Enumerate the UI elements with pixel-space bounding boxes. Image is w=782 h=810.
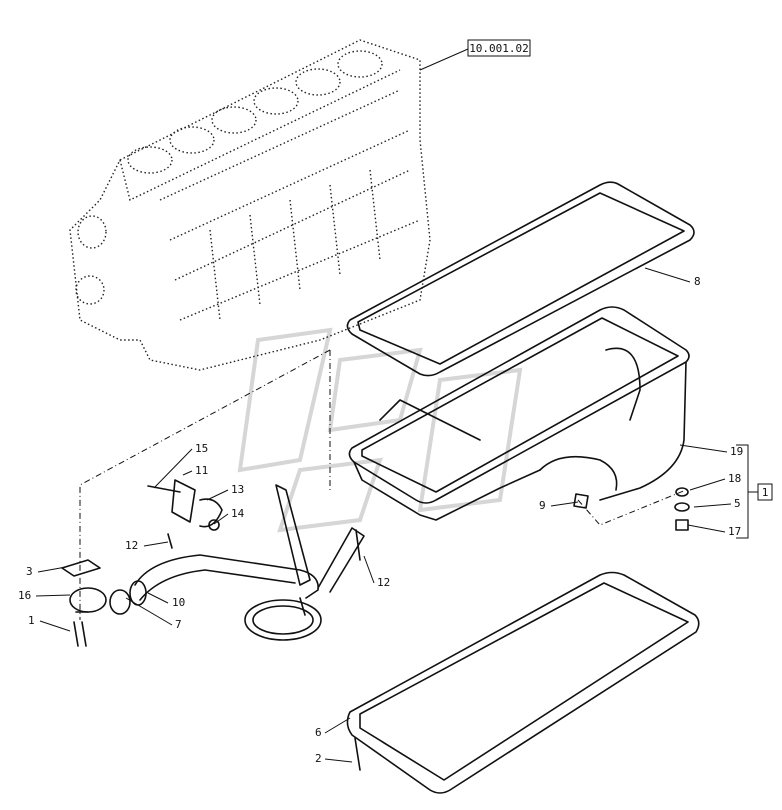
callout-label-19[interactable]: 19 [730,445,743,458]
callout-leader-8 [644,267,691,283]
callout-label-3[interactable]: 3 [26,565,33,578]
upper-gasket [346,181,695,377]
reference-box[interactable] [467,39,531,57]
watermark-logo [237,327,523,533]
callout-label-15[interactable]: 15 [195,442,208,455]
kit-box[interactable] [757,483,773,501]
callout-leader-12 [363,555,375,584]
callout-leader-1 [39,620,71,632]
callout-leader-10 [147,592,169,604]
callout-label-8[interactable]: 8 [694,275,701,288]
callout-label-5[interactable]: 5 [734,497,741,510]
lower-gasket [346,571,700,794]
callout-leader-3 [37,566,67,573]
callout-label-12[interactable]: 12 [377,576,390,589]
callout-leader-18 [689,478,726,491]
callout-leader-15 [153,448,193,489]
callout-label-7[interactable]: 7 [175,618,182,631]
callout-label-16[interactable]: 16 [18,589,31,602]
oil-sump [348,306,690,521]
callout-label-6[interactable]: 6 [315,726,322,739]
callout-label-12[interactable]: 12 [125,539,138,552]
callout-leader-13 [206,489,229,501]
callout-leader-5 [693,503,732,508]
callout-leader-7 [125,597,173,626]
callout-label-11[interactable]: 11 [195,464,208,477]
callout-label-17[interactable]: 17 [728,525,741,538]
callout-leader-19 [679,444,728,453]
callout-label-18[interactable]: 18 [728,472,741,485]
callout-leader-17 [687,524,726,533]
hardware-parts [61,479,690,771]
engine-block-outline [69,39,431,371]
callout-label-14[interactable]: 14 [231,507,245,520]
callout-label-10[interactable]: 10 [172,596,185,609]
reference-box-text: 10.001.02 [469,42,529,55]
callout-leader-2 [324,758,353,763]
callout-leader-11 [182,470,193,476]
callout-label-1[interactable]: 1 [28,614,35,627]
reference-leader [419,48,469,71]
suction-pipe [129,484,365,641]
callout-leader-9 [550,501,579,507]
callout-leader-6 [324,717,351,734]
kit-box-text: 1 [762,486,769,499]
callout-leader-14 [213,513,229,525]
callout-label-9[interactable]: 9 [539,499,546,512]
callout-leader-12 [143,541,169,547]
callout-leader-16 [35,594,71,597]
callout-label-2[interactable]: 2 [315,752,322,765]
callout-label-13[interactable]: 13 [231,483,244,496]
assembly-lines [79,349,758,620]
